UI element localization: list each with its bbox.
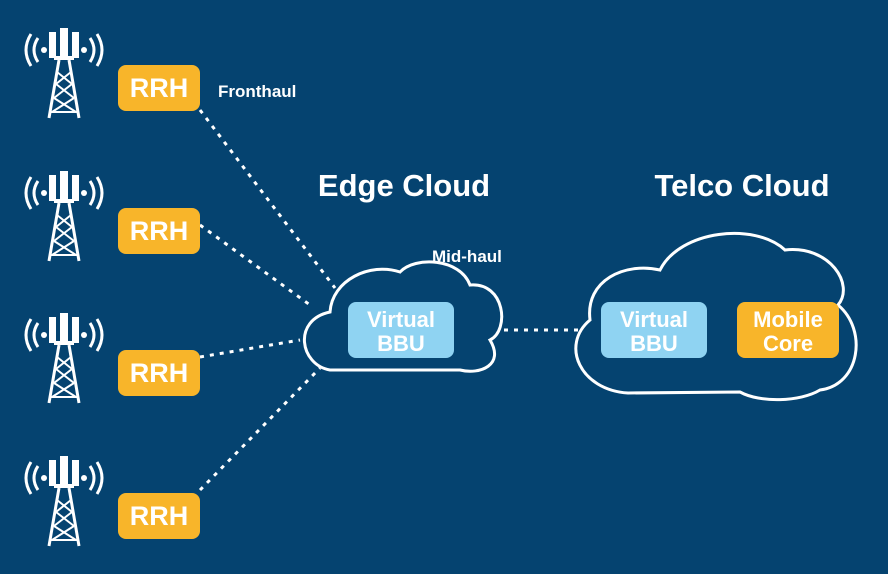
mobile-core-line1: Mobile bbox=[753, 307, 823, 332]
midhaul-label: Mid-haul bbox=[432, 247, 502, 266]
mobile-core-line2: Core bbox=[763, 331, 813, 356]
mobile-core-box bbox=[737, 302, 839, 358]
edge-bbu-line1: Virtual bbox=[367, 307, 435, 332]
telco-bbu-line2: BBU bbox=[630, 331, 678, 356]
edge-virtual-bbu-box bbox=[348, 302, 454, 358]
fronthaul-label: Fronthaul bbox=[218, 82, 296, 101]
cell-tower-icon bbox=[24, 26, 104, 120]
rrh-box-3 bbox=[118, 350, 200, 396]
telco-cloud-shape bbox=[574, 231, 858, 402]
cell-tower-icon bbox=[24, 454, 104, 548]
connection-lines bbox=[198, 109, 737, 492]
rrh-label-2: RRH bbox=[130, 216, 189, 246]
rrh-label-1: RRH bbox=[130, 73, 189, 103]
edge-bbu-line2: BBU bbox=[377, 331, 425, 356]
edge-cloud-title: Edge Cloud bbox=[318, 168, 490, 203]
fronthaul-link-3 bbox=[199, 338, 301, 359]
rrh-label-4: RRH bbox=[130, 501, 189, 531]
fronthaul-link-1 bbox=[198, 109, 337, 289]
telco-cloud-title: Telco Cloud bbox=[654, 168, 829, 203]
cell-tower-icon bbox=[24, 311, 104, 405]
fronthaul-link-4 bbox=[198, 366, 322, 492]
tower-group: RRH RRH RRH RRH bbox=[24, 26, 200, 548]
rrh-box-1 bbox=[118, 65, 200, 111]
rrh-label-3: RRH bbox=[130, 358, 189, 388]
cell-tower-icon bbox=[24, 169, 104, 263]
telco-bbu-line1: Virtual bbox=[620, 307, 688, 332]
rrh-box-4 bbox=[118, 493, 200, 539]
fronthaul-link-2 bbox=[199, 223, 311, 307]
rrh-box-2 bbox=[118, 208, 200, 254]
telco-virtual-bbu-box bbox=[601, 302, 707, 358]
